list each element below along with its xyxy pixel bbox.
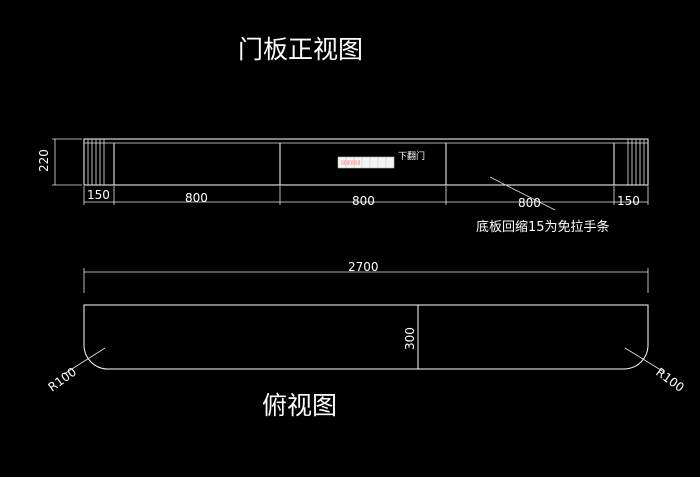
radius-left-text: R100 [46, 365, 80, 395]
total-width-dimension: 2700 [83, 260, 649, 293]
top-view-outline: 300 [83, 304, 649, 370]
device-label: ▯▯▯▯▯▯▯ [341, 160, 361, 166]
dim-left-strip: 150 [87, 188, 110, 202]
height-dimension: 220 [37, 138, 82, 186]
dim-door-3: 800 [518, 196, 541, 210]
depth-dim-text: 300 [403, 327, 417, 350]
dim-door-2: 800 [352, 194, 375, 208]
radius-leader-left [63, 347, 106, 375]
device-block: ▯▯▯▯▯▯▯ [337, 156, 395, 169]
height-dim-text: 220 [37, 149, 51, 172]
front-view-title: 门板正视图 [238, 35, 363, 64]
top-view-title: 俯视图 [262, 391, 337, 420]
note-leader [489, 176, 556, 211]
door-label: 下翻门 [398, 150, 425, 162]
dim-right-strip: 150 [617, 194, 640, 208]
total-width-text: 2700 [348, 260, 379, 274]
front-view-panel [83, 138, 649, 186]
radius-leader-right [624, 347, 665, 373]
dim-door-1: 800 [185, 191, 208, 205]
panel-outline [83, 138, 649, 186]
radius-right-text: R100 [653, 365, 687, 395]
width-dimensions: 150 800 800 800 150 [83, 186, 649, 210]
note-text: 底板回缩15为免拉手条 [476, 219, 610, 235]
